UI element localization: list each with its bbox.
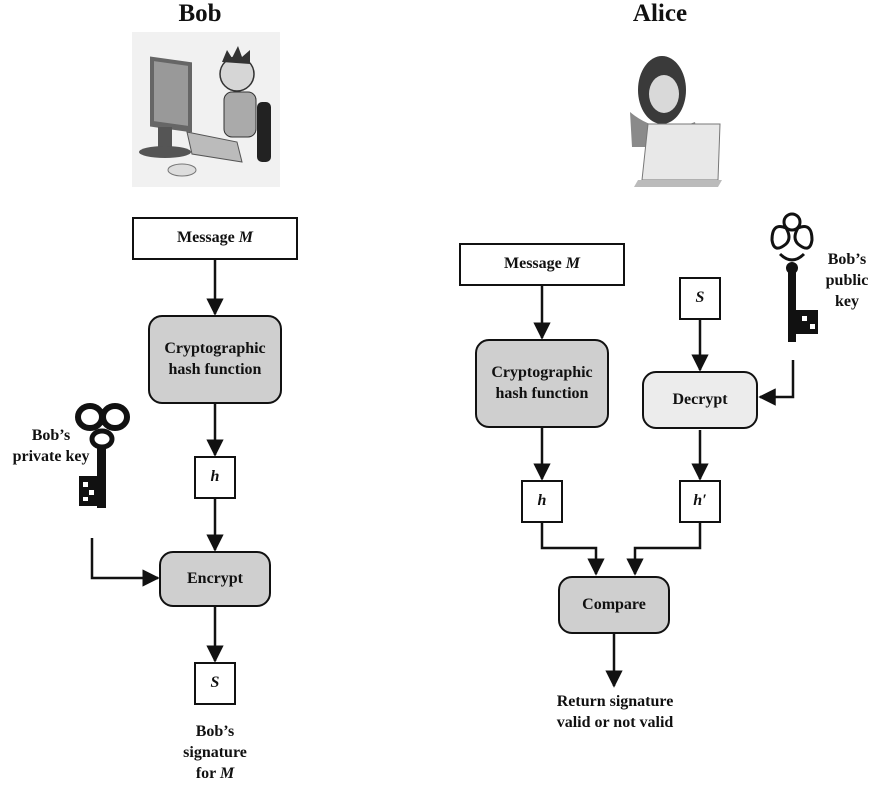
public-key-icon [770, 212, 818, 342]
private-key-icon [75, 403, 130, 508]
alice-decrypted-hash-value: h′ [693, 492, 707, 510]
bob-message-box: Message M [132, 217, 298, 260]
alice-decrypted-hash-box: h′ [679, 480, 721, 523]
bob-hash-value: h [210, 468, 220, 486]
bob-signature-box: S [194, 662, 236, 705]
alice-message-box: Message M [459, 243, 625, 286]
bob-encrypt-box: Encrypt [159, 551, 271, 607]
bob-encrypt-label: Encrypt [187, 569, 243, 587]
bob-signature-caption-var: M [219, 764, 235, 782]
public-key-label: Bob’s public key [825, 251, 869, 310]
alice-hash-value-box: h [521, 480, 563, 523]
alice-signature-value: S [695, 289, 705, 307]
private-key-label: Bob’s private key [12, 427, 90, 465]
alice-laptop-illustration [630, 56, 722, 187]
alice-hash-label: Cryptographic hash function [491, 363, 593, 402]
alice-message-label: Message [504, 255, 562, 273]
bob-signature-caption: Bob’s signature for M [172, 722, 258, 784]
bob-hash-function-box: Cryptographic hash function [148, 315, 282, 404]
alice-signature-box: S [679, 277, 721, 320]
alice-compare-box: Compare [558, 576, 670, 634]
bob-message-var: M [238, 229, 253, 247]
bob-hash-label: Cryptographic hash function [164, 339, 266, 378]
alice-message-var: M [565, 255, 580, 273]
alice-hash-function-box: Cryptographic hash function [475, 339, 609, 428]
alice-hash-value: h [537, 492, 547, 510]
bob-computer-illustration [132, 32, 280, 187]
alice-decrypt-box: Decrypt [642, 371, 758, 429]
alice-decrypt-label: Decrypt [672, 390, 728, 408]
bob-signature-caption-text: Bob’s signature for [183, 723, 247, 782]
bob-title: Bob [178, 0, 222, 27]
alice-compare-label: Compare [582, 595, 646, 613]
alice-title: Alice [632, 0, 688, 27]
bob-hash-value-box: h [194, 456, 236, 499]
bob-message-label: Message [177, 229, 235, 247]
alice-result-caption: Return signature valid or not valid [556, 693, 674, 731]
bob-signature-value: S [210, 674, 220, 692]
